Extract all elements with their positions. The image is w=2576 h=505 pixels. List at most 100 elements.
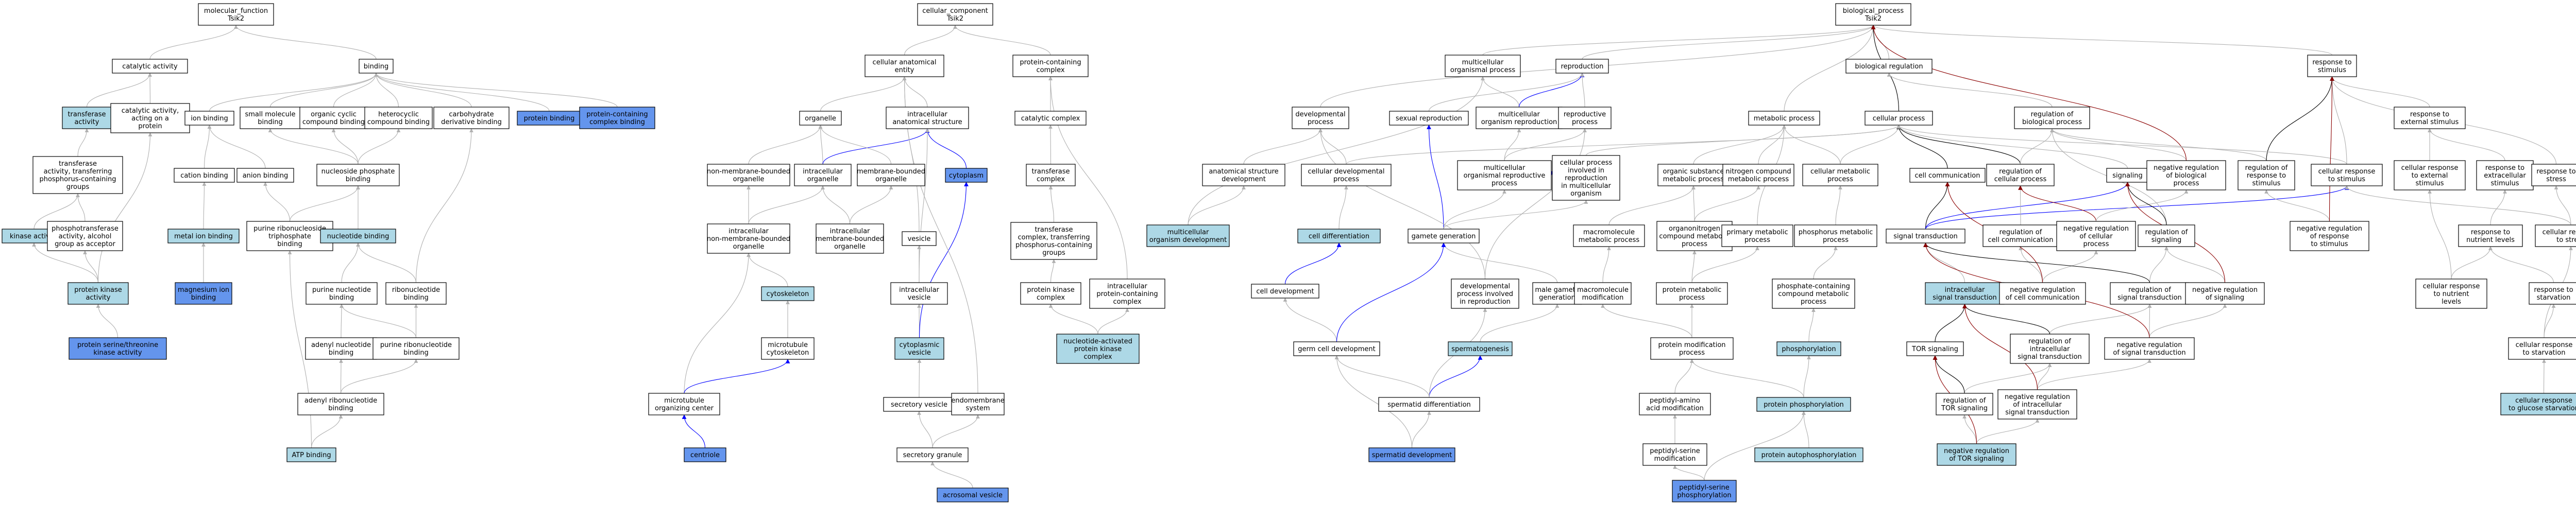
node-cytoplasm[interactable]: cytoplasm	[945, 168, 988, 183]
node-cell_comm[interactable]: cell communication	[1909, 168, 1986, 183]
node-anion_b[interactable]: anion binding	[236, 168, 294, 183]
node-spermatogenesis[interactable]: spermatogenesis	[1448, 341, 1513, 356]
node-organelle[interactable]: organelle	[799, 111, 842, 126]
node-prot_b[interactable]: protein binding	[517, 111, 582, 126]
node-vesicle[interactable]: vesicle	[902, 231, 937, 246]
node-metab[interactable]: metabolic process	[1748, 111, 1820, 126]
node-prot_phos[interactable]: protein phosphorylation	[1756, 397, 1851, 412]
node-cell_proc[interactable]: cellular process	[1865, 111, 1933, 126]
node-secr_ves[interactable]: secretory vesicle	[883, 397, 955, 412]
node-atp[interactable]: ATP binding	[286, 447, 336, 462]
node-cell_diff[interactable]: cell differentiation	[1297, 229, 1381, 243]
node-reproduction[interactable]: reproduction	[1555, 59, 1609, 74]
node-prot_autophos[interactable]: protein autophosphorylation	[1754, 447, 1863, 462]
node-phosphorylation[interactable]: phosphorylation	[1776, 341, 1841, 356]
node-tor[interactable]: TOR signaling	[1906, 341, 1964, 356]
node-cat_complex[interactable]: catalytic complex	[1014, 111, 1087, 126]
node-binding[interactable]: binding	[359, 59, 394, 74]
node-sexual_rep[interactable]: sexual reproduction	[1389, 111, 1469, 126]
node-bio_reg[interactable]: biological regulation	[1845, 59, 1933, 74]
node-gamete[interactable]: gamete generation	[1408, 229, 1480, 243]
node-signaling[interactable]: signaling	[2106, 168, 2149, 183]
node-sperm_diff[interactable]: spermatid differentiation	[1378, 397, 1480, 412]
node-sperm_dev[interactable]: spermatid development	[1368, 447, 1455, 462]
node-germ_dev[interactable]: germ cell development	[1293, 341, 1380, 356]
node-cation_b[interactable]: cation binding	[174, 168, 235, 183]
node-cat_act[interactable]: catalytic activity	[112, 59, 188, 74]
node-nucleotide[interactable]: nucleotide binding	[320, 229, 396, 243]
